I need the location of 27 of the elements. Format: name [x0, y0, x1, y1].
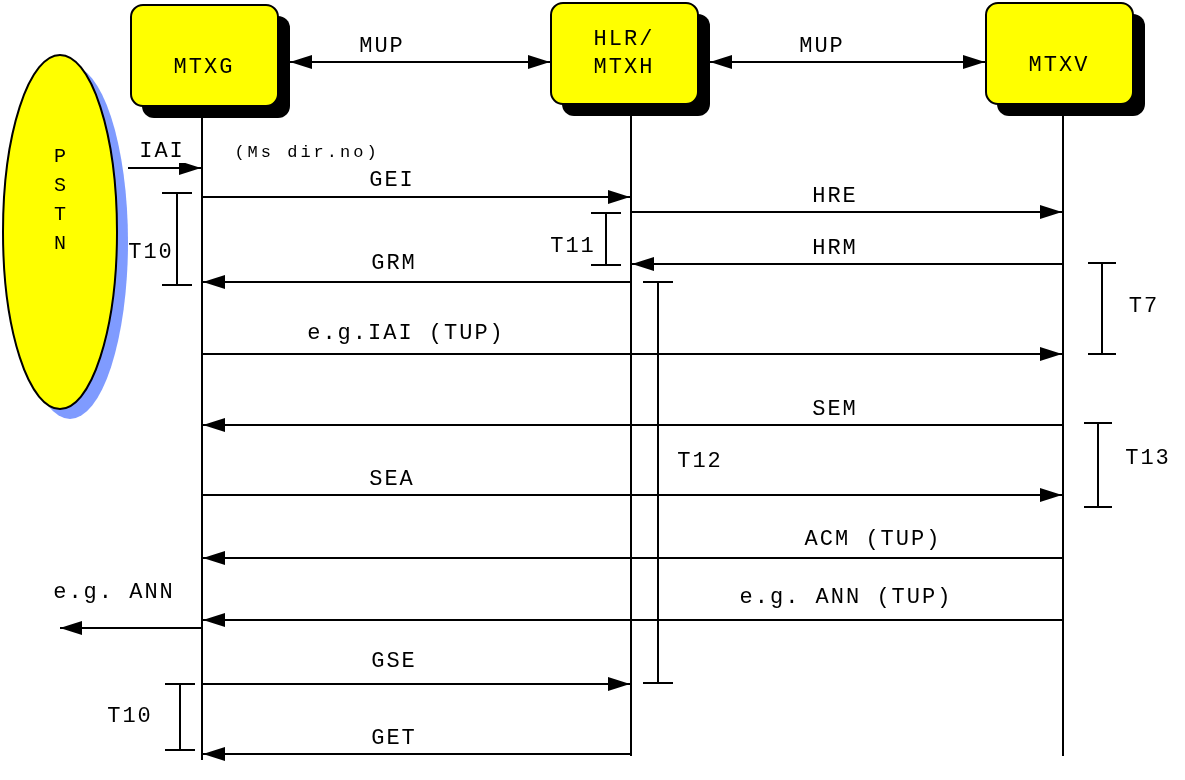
message-arrow: [202, 275, 631, 289]
lifeline: [1062, 116, 1064, 756]
entity-name: MTXV: [1027, 52, 1091, 80]
entity-name: MTXG: [172, 54, 236, 82]
lifeline: [201, 118, 203, 760]
message-arrow: [202, 488, 1063, 502]
message-arrow: [289, 55, 551, 69]
entity-box: [985, 2, 1145, 116]
message-arrow: [202, 347, 1063, 361]
message-arrow: [202, 747, 631, 761]
entity-name: HLR/ MTXH: [592, 26, 656, 82]
message-arrow: [202, 551, 1063, 565]
network-name: PSTN: [53, 144, 67, 257]
message-arrow: [202, 418, 1063, 432]
message-arrow: [202, 190, 631, 204]
entity-box: [130, 4, 290, 118]
message-arrow: [127, 161, 202, 175]
message-label: IAI: [139, 141, 185, 163]
message-arrow: [709, 55, 986, 69]
lifeline: [630, 116, 632, 756]
message-arrow: [631, 257, 1063, 271]
message-arrow: [202, 613, 1063, 627]
entity-box: [550, 2, 710, 116]
network-ellipse: [2, 54, 128, 420]
message-arrow: [631, 205, 1063, 219]
message-arrow: [59, 621, 202, 635]
message-arrow: [202, 677, 631, 691]
